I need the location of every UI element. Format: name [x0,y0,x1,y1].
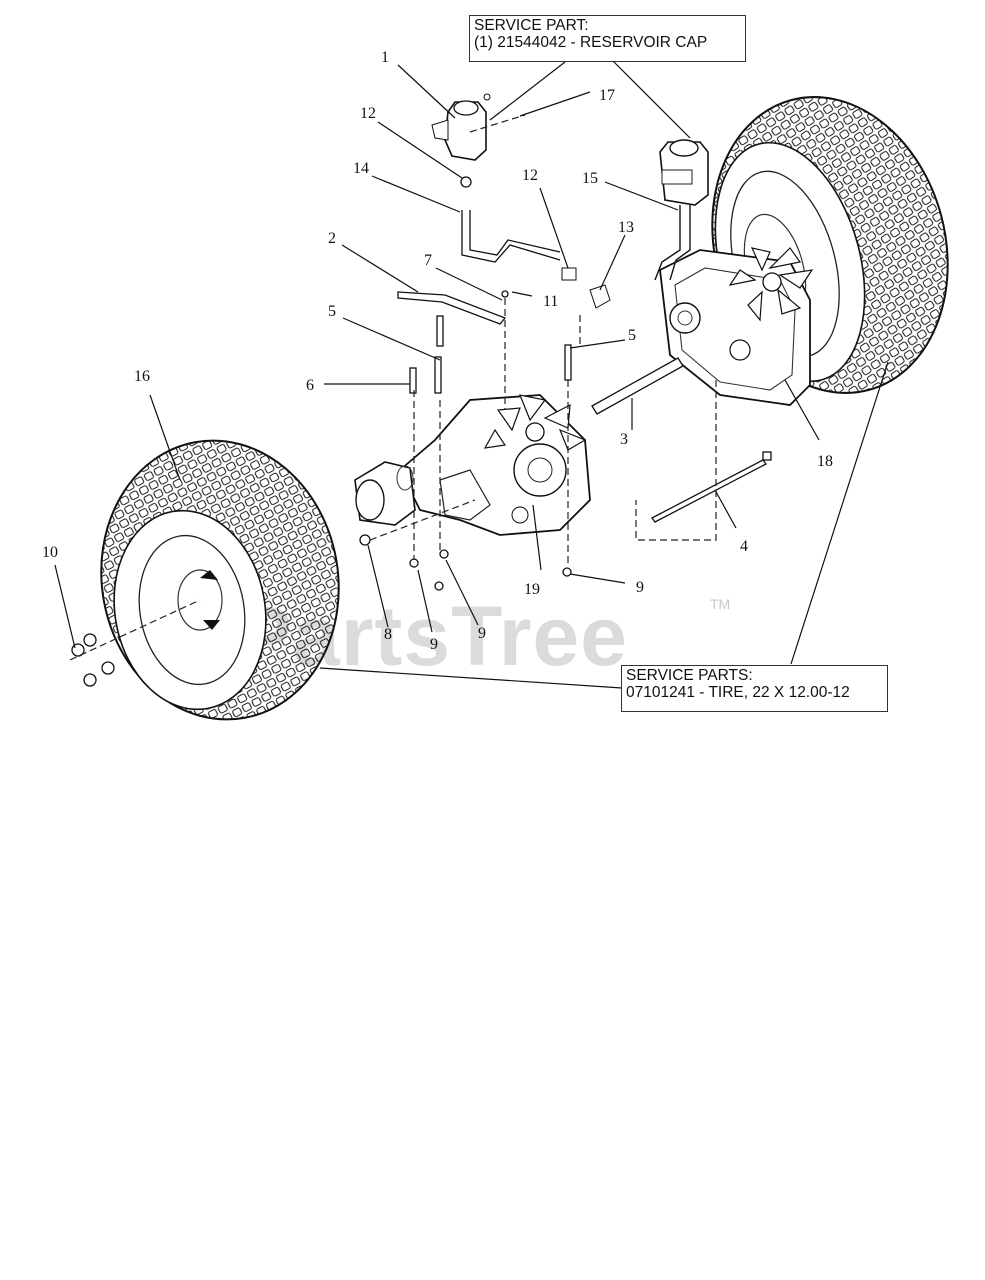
callout-17: 17 [599,87,615,104]
callout-9a: 9 [636,579,644,596]
left-transaxle [354,394,591,536]
callout-13: 13 [618,219,634,236]
service-parts-heading: SERVICE PARTS: [626,667,753,684]
callout-numbers: 1 12 14 2 7 11 5 6 12 13 17 15 5 3 18 4 … [42,49,833,653]
fitting-12-13 [561,267,611,309]
callout-8: 8 [384,626,392,643]
callout-5b: 5 [628,327,636,344]
service-parts-tire-box: SERVICE PARTS: 07101241 - TIRE, 22 X 12.… [621,665,888,712]
callout-3: 3 [620,431,628,448]
callout-16: 16 [134,368,150,385]
callout-9c: 9 [478,625,486,642]
callout-10: 10 [42,544,58,561]
callout-5a: 5 [328,303,336,320]
service-part-tire: 07101241 - TIRE, 22 X 12.00-12 [626,684,850,701]
right-reservoir [654,139,709,281]
callout-14: 14 [353,160,369,177]
callout-4: 4 [740,538,748,555]
callout-7: 7 [424,252,432,269]
left-tire [100,439,340,721]
service-part-reservoir-cap: (1) 21544042 - RESERVOIR CAP [474,34,708,51]
right-transaxle [659,247,814,406]
callout-2: 2 [328,230,336,247]
callout-9b: 9 [430,636,438,653]
top-reservoir [431,93,491,188]
assembly-lines [69,114,717,661]
leader-lines [54,59,889,689]
watermark-tm: TM [710,596,731,612]
hose-14 [461,210,561,263]
callout-18: 18 [817,453,833,470]
callout-11: 11 [543,293,558,310]
service-part-heading: SERVICE PART: [474,17,589,34]
service-part-reservoir-cap-box: SERVICE PART: (1) 21544042 - RESERVOIR C… [469,15,746,62]
callout-19: 19 [524,581,540,598]
callout-12a: 12 [360,105,376,122]
callout-6: 6 [306,377,314,394]
callout-15: 15 [582,170,598,187]
small-parts [71,290,772,687]
callout-12b: 12 [522,167,538,184]
callout-1: 1 [381,49,389,66]
